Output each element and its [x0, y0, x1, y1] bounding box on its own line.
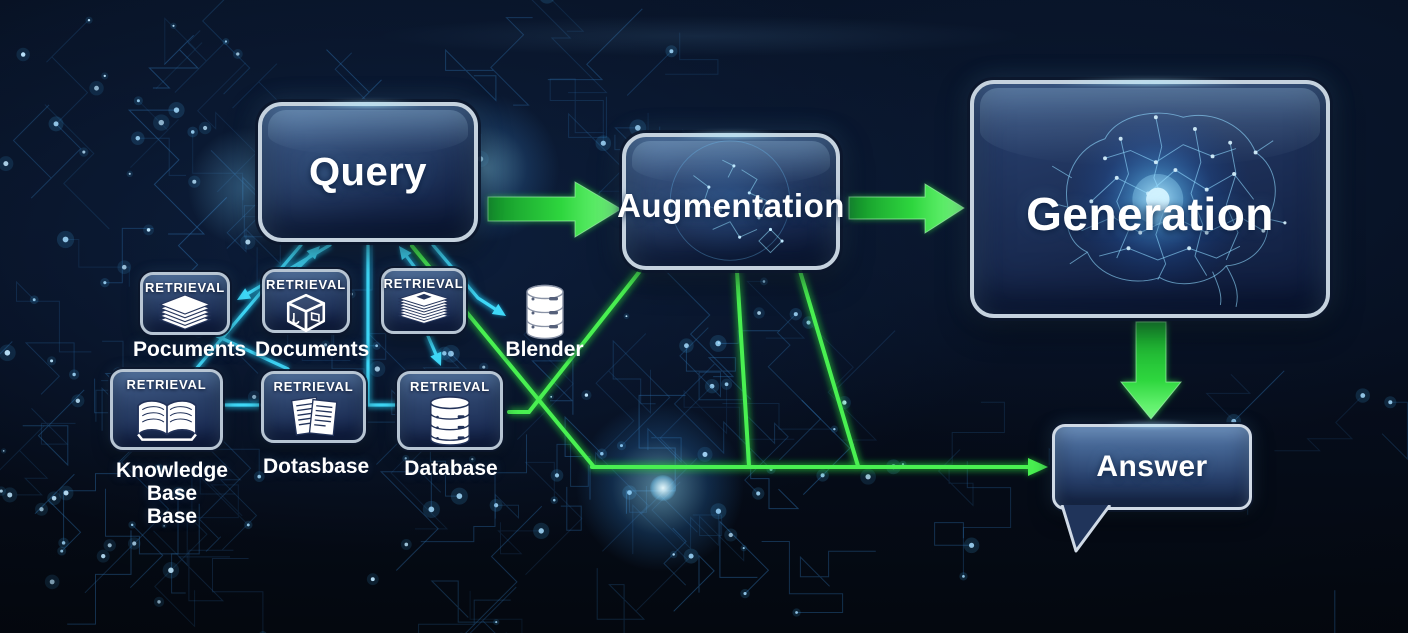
- query-node: Query: [258, 102, 478, 242]
- generation-node: Generation: [970, 80, 1330, 318]
- node-label-pocuments: Pocuments: [133, 338, 247, 361]
- augmentation-down-line: [732, 270, 754, 467]
- answer-label: Answer: [1096, 450, 1208, 483]
- query-to-augmentation-arrow: [488, 182, 621, 237]
- database-cylinder-icon: [520, 283, 570, 341]
- layers-to-database-arrow: [426, 334, 438, 356]
- retrieval-box-title: RETRIEVAL: [266, 277, 346, 292]
- node-label-database: Database: [404, 457, 498, 480]
- retrieval-box-title: RETRIEVAL: [273, 379, 354, 394]
- answer-bubble: Answer: [1052, 424, 1252, 510]
- cube-icon: [285, 292, 327, 334]
- light-streak: [250, 8, 1150, 64]
- database-stack-icon: [423, 394, 477, 447]
- node-label-documents: Documents: [255, 338, 370, 361]
- retrieval-box-pocuments: RETRIEVAL: [140, 272, 230, 335]
- speech-bubble-tail: [1060, 505, 1112, 553]
- layer-stack-dense-icon: [396, 291, 452, 331]
- retrieval-box-knowledge-base: RETRIEVAL: [110, 369, 223, 450]
- retrieval-box-dotasbase: RETRIEVAL: [261, 371, 366, 443]
- augmentation-to-generation-arrow: [848, 183, 965, 234]
- retrieval-box-title: RETRIEVAL: [145, 280, 225, 295]
- documents-to-query-arrow: [295, 253, 313, 271]
- generation-to-answer-arrow: [1121, 322, 1181, 419]
- augmentation-to-generation-arrow: [849, 184, 964, 233]
- generation-label: Generation: [1026, 188, 1274, 240]
- generation-to-answer-arrow: [1119, 321, 1183, 420]
- query-label: Query: [308, 149, 428, 194]
- retrieval-box-title: RETRIEVAL: [410, 379, 490, 394]
- augmentation-node: Augmentation: [617, 133, 844, 270]
- retrieval-box-title: RETRIEVAL: [383, 276, 464, 291]
- augmentation-down-right-line: [798, 269, 860, 468]
- document-pages-icon: [287, 394, 341, 440]
- glow-flare: [650, 475, 676, 501]
- layers-to-database-arrow: [424, 334, 440, 356]
- retrieval-box-documents: RETRIEVAL: [262, 269, 350, 333]
- retrieval-box-title: RETRIEVAL: [126, 377, 207, 392]
- node-label-knowledge-base: Knowledge Base Base: [115, 459, 228, 528]
- augmentation-down-line: [735, 269, 751, 468]
- retrieval-box-layers: RETRIEVAL: [381, 268, 466, 334]
- node-label-blender: Blender: [505, 338, 584, 361]
- layer-stack-icon: [158, 295, 212, 333]
- augmentation-label: Augmentation: [617, 186, 845, 224]
- glow-flare: [575, 402, 745, 572]
- query-to-augmentation-arrow: [487, 181, 622, 238]
- retrieval-box-database: RETRIEVAL: [397, 371, 503, 450]
- augmentation-down-right-line: [795, 269, 863, 468]
- node-label-dotasbase: Dotasbase: [263, 455, 370, 478]
- open-book-icon: [134, 392, 200, 447]
- documents-to-query-arrow: [294, 252, 314, 272]
